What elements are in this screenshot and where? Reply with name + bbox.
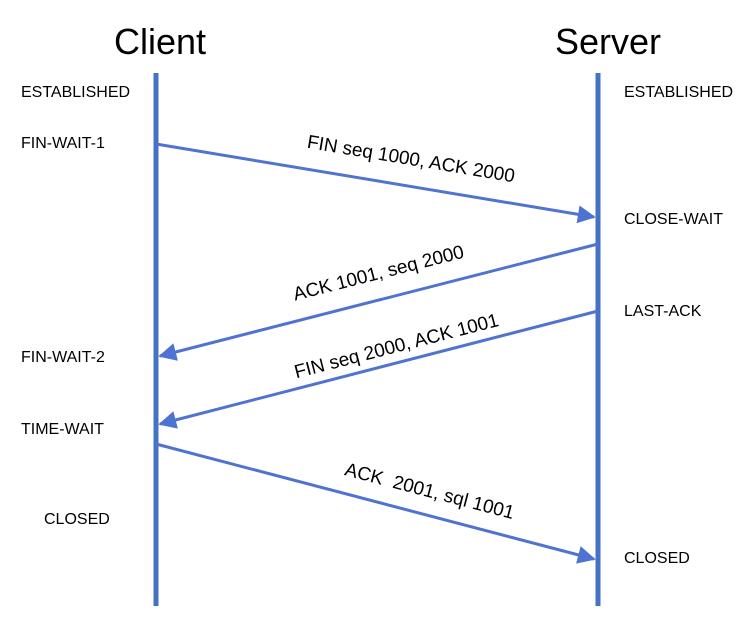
server-title: Server	[555, 21, 661, 62]
message-label-ack-1: ACK 1001, seq 2000	[291, 242, 466, 306]
server-state-established: ESTABLISHED	[624, 84, 733, 101]
client-state-fin-wait-1: FIN-WAIT-1	[21, 135, 105, 152]
message-label-fin-1: FIN seq 1000, ACK 2000	[306, 132, 517, 187]
client-title: Client	[114, 21, 206, 62]
server-state-close-wait: CLOSE-WAIT	[624, 211, 723, 228]
client-state-fin-wait-2: FIN-WAIT-2	[21, 349, 105, 366]
message-arrow-ack-2	[155, 442, 596, 564]
message-arrow-fin-1	[155, 142, 596, 224]
server-state-last-ack: LAST-ACK	[624, 303, 702, 320]
message-label-fin-2: FIN seq 2000, ACK 1001	[292, 310, 501, 383]
server-state-closed: CLOSED	[624, 550, 690, 567]
client-state-closed: CLOSED	[44, 511, 110, 528]
message-arrow-fin-2	[158, 309, 599, 429]
client-state-established: ESTABLISHED	[21, 84, 130, 101]
client-state-time-wait: TIME-WAIT	[21, 421, 104, 438]
message-arrow-ack-1	[158, 242, 599, 361]
